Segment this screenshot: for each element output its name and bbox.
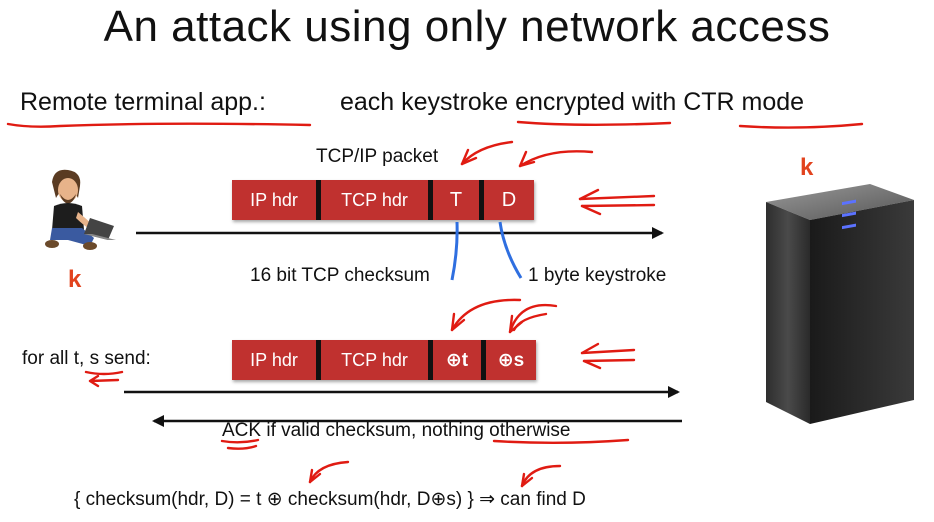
- packet-divider: [481, 340, 486, 380]
- server-icon: [766, 184, 914, 424]
- subtitle-rest: each keystroke encrypted with CTR mode: [340, 88, 805, 116]
- packet-divider: [316, 180, 321, 220]
- packet-xor-t-field: ⊕t: [445, 349, 469, 371]
- packet-divider: [428, 340, 433, 380]
- tcpip-packet-label: TCP/IP packet: [316, 146, 439, 167]
- packet-tcp-hdr: TCP hdr: [341, 189, 408, 210]
- for-all-label: for all t, s send:: [22, 348, 151, 369]
- slide-title: An attack using only network access: [103, 2, 831, 51]
- keystroke-pointer: [498, 221, 523, 279]
- packet-d-field: D: [501, 188, 517, 211]
- subtitle-prefix: Remote terminal app.:: [20, 88, 266, 116]
- server-key-label: k: [800, 154, 814, 181]
- packet-divider: [479, 180, 484, 220]
- checksum-pointer: [450, 221, 459, 281]
- checksum-label: 16 bit TCP checksum: [250, 265, 430, 286]
- packet-ip-hdr: IP hdr: [250, 189, 298, 210]
- client-key-label: k: [68, 266, 82, 293]
- packet-tcp-hdr: TCP hdr: [341, 349, 408, 370]
- ack-label: ACK if valid checksum, nothing otherwise: [222, 420, 571, 441]
- packet-t-field: T: [449, 188, 463, 211]
- packet-original: IP hdr TCP hdr T D: [232, 180, 534, 220]
- packet-xor-s-field: ⊕s: [497, 349, 525, 371]
- keystroke-label: 1 byte keystroke: [528, 265, 667, 286]
- packet-divider: [316, 340, 321, 380]
- user-with-laptop-icon: [45, 169, 116, 250]
- packet-modified: IP hdr TCP hdr ⊕t ⊕s: [232, 340, 536, 380]
- packet-ip-hdr: IP hdr: [250, 349, 298, 370]
- checksum-formula: { checksum(hdr, D) = t ⊕ checksum(hdr, D…: [74, 489, 586, 510]
- packet-divider: [428, 180, 433, 220]
